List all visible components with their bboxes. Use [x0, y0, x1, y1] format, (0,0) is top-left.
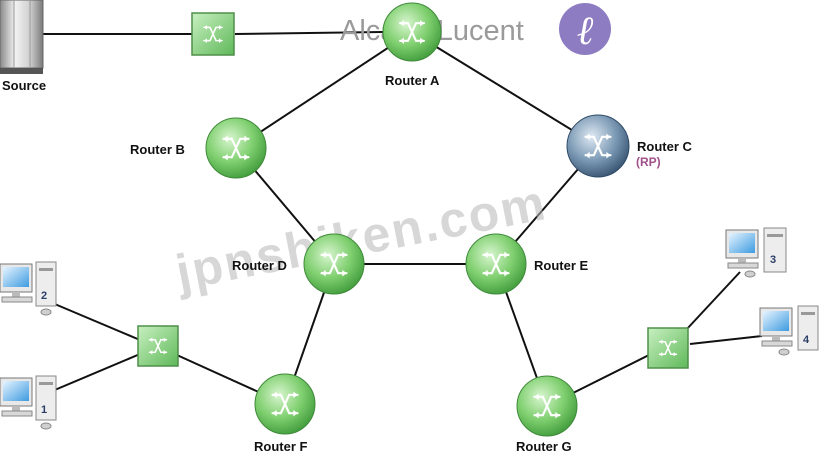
- host-1-number: 1: [41, 404, 47, 416]
- host-4-icon: 4: [759, 305, 819, 356]
- source-label: Source: [2, 78, 46, 93]
- link-a-b: [235, 31, 413, 149]
- source-server-icon: [0, 0, 44, 74]
- svg-text:ℓ: ℓ: [577, 8, 594, 54]
- router-c-rp-note: (RP): [636, 155, 661, 169]
- router-c-icon: [566, 114, 630, 178]
- router-g-icon: [516, 375, 578, 437]
- router-a-icon: [382, 2, 442, 62]
- router-f-label: Router F: [254, 439, 308, 453]
- brand-logo: ℓ: [559, 3, 611, 55]
- router-d-icon: [303, 233, 365, 295]
- switch-left-icon: [137, 325, 179, 367]
- link-host2-switch-left: [49, 301, 141, 341]
- link-switch-right-host4: [689, 335, 763, 345]
- router-e-icon: [465, 233, 527, 295]
- host-3-number: 3: [770, 254, 776, 266]
- router-d-label: Router D: [232, 258, 287, 273]
- router-b-label: Router B: [130, 142, 185, 157]
- router-a-label: Router A: [385, 73, 440, 88]
- link-a-c: [411, 31, 599, 147]
- router-g-label: Router G: [516, 439, 572, 453]
- switch-right-icon: [647, 327, 689, 369]
- host-4-number: 4: [803, 334, 810, 346]
- host-3-icon: 3: [725, 227, 787, 278]
- router-f-icon: [254, 373, 316, 435]
- link-host1-switch-left: [49, 353, 141, 393]
- link-switch-right-host3: [685, 271, 741, 331]
- host-2-number: 2: [41, 290, 47, 302]
- router-c-label: Router C: [637, 139, 693, 154]
- switch-top-icon: [191, 12, 235, 56]
- router-b-icon: [205, 117, 267, 179]
- host-1-icon: 1: [0, 375, 57, 430]
- host-2-icon: 2: [0, 261, 57, 316]
- link-switch-router-a: [234, 31, 385, 35]
- router-e-label: Router E: [534, 258, 589, 273]
